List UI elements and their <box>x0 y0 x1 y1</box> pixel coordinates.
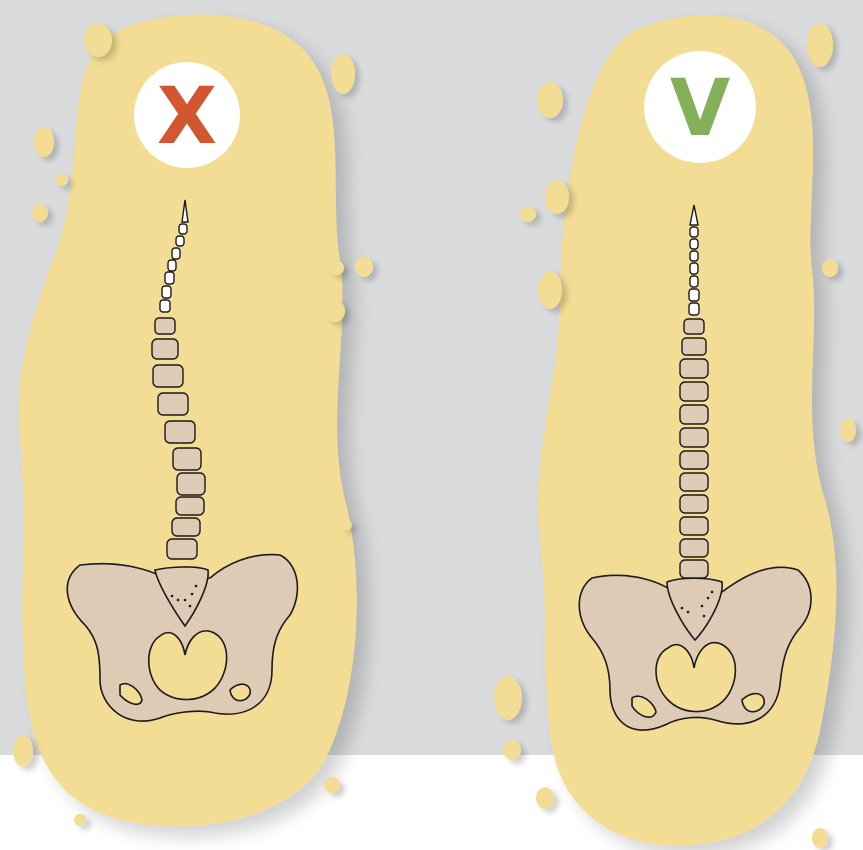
incorrect-mark: X <box>157 72 217 162</box>
correct-mark: V <box>670 64 730 154</box>
panel-incorrect: X <box>13 14 373 826</box>
panel-correct: V <box>494 15 856 848</box>
